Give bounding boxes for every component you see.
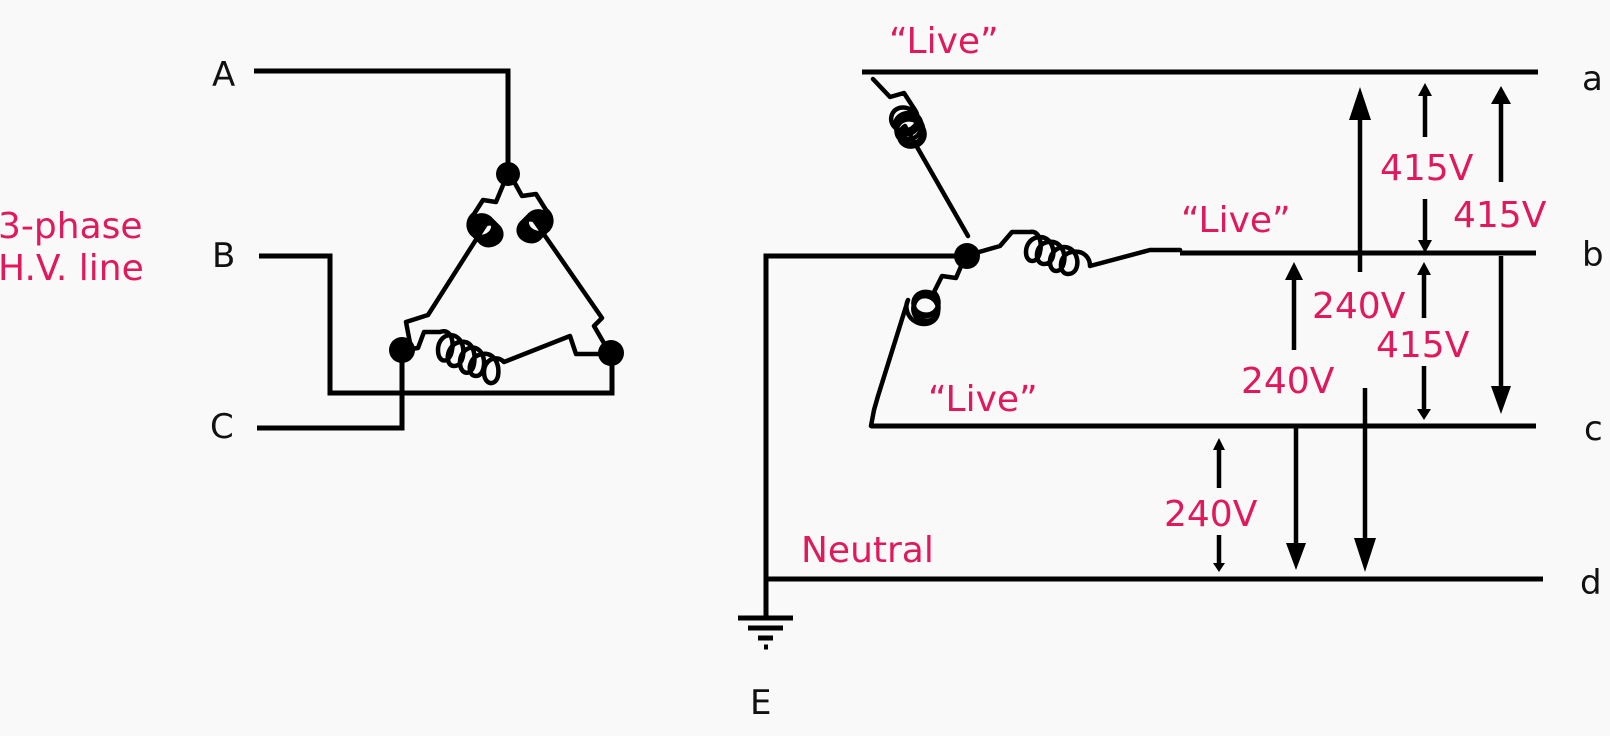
voltage-arrows bbox=[1213, 83, 1511, 572]
earth-label: E bbox=[750, 683, 771, 723]
voltage-label-bc: 415V bbox=[1376, 325, 1470, 366]
hv-caption-line2: H.V. line bbox=[0, 248, 144, 289]
junction-dot-top bbox=[496, 162, 520, 186]
terminal-A-label: A bbox=[212, 55, 235, 95]
arrow-c-down-head bbox=[1286, 543, 1306, 570]
star-coil-b bbox=[969, 229, 1183, 277]
live-label-a: “Live” bbox=[889, 21, 999, 62]
arrow-a-neutral-head bbox=[1349, 87, 1371, 120]
line-b-label: b bbox=[1582, 235, 1604, 275]
hv-caption-line1: 3-phase bbox=[0, 206, 143, 247]
line-c-label: c bbox=[1584, 409, 1603, 449]
junction-dot-right bbox=[598, 340, 624, 366]
arrow-b-neutral-head bbox=[1285, 262, 1303, 280]
arrow-bc-upper-head bbox=[1417, 262, 1431, 275]
secondary-lines bbox=[763, 69, 1543, 618]
star-point-dot bbox=[954, 243, 980, 269]
neutral-label: Neutral bbox=[801, 530, 934, 571]
voltage-label-ac: 415V bbox=[1453, 195, 1547, 236]
voltage-label-ab: 415V bbox=[1380, 148, 1474, 189]
wire-B bbox=[259, 253, 615, 396]
star-coil-c bbox=[868, 261, 965, 429]
arrow-ab-lower-head bbox=[1418, 240, 1432, 253]
earth-symbol bbox=[738, 615, 793, 650]
delta-coil-left bbox=[403, 175, 509, 346]
arrow-ac-upper-head bbox=[1491, 86, 1511, 104]
line-a-label: a bbox=[1582, 59, 1603, 99]
wire-C bbox=[257, 350, 405, 431]
arrow-cn-upper-head bbox=[1213, 438, 1225, 450]
terminal-C-label: C bbox=[210, 407, 234, 447]
junction-dot-left bbox=[389, 337, 415, 363]
arrow-cn-lower-head bbox=[1213, 563, 1225, 572]
voltage-label-an: 240V bbox=[1312, 286, 1406, 327]
live-label-b: “Live” bbox=[1181, 200, 1291, 241]
line-d-label: d bbox=[1580, 563, 1602, 603]
delta-coil-right bbox=[509, 175, 611, 353]
delta-winding bbox=[254, 68, 624, 431]
wire-A bbox=[254, 68, 511, 172]
live-label-c: “Live” bbox=[928, 379, 1038, 420]
neutral-bond-wire bbox=[763, 253, 967, 618]
arrow-long-down-head bbox=[1354, 538, 1376, 572]
terminal-B-label: B bbox=[212, 236, 235, 276]
star-winding bbox=[868, 76, 1183, 429]
voltage-label-cn: 240V bbox=[1164, 494, 1258, 535]
voltage-label-bn: 240V bbox=[1241, 361, 1335, 402]
arrow-bc-lower-head bbox=[1417, 409, 1431, 420]
star-coil-a bbox=[870, 76, 971, 239]
delta-coil-bottom bbox=[401, 328, 611, 386]
arrow-ab-upper-head bbox=[1418, 83, 1432, 96]
arrow-ac-lower-head bbox=[1491, 386, 1511, 414]
